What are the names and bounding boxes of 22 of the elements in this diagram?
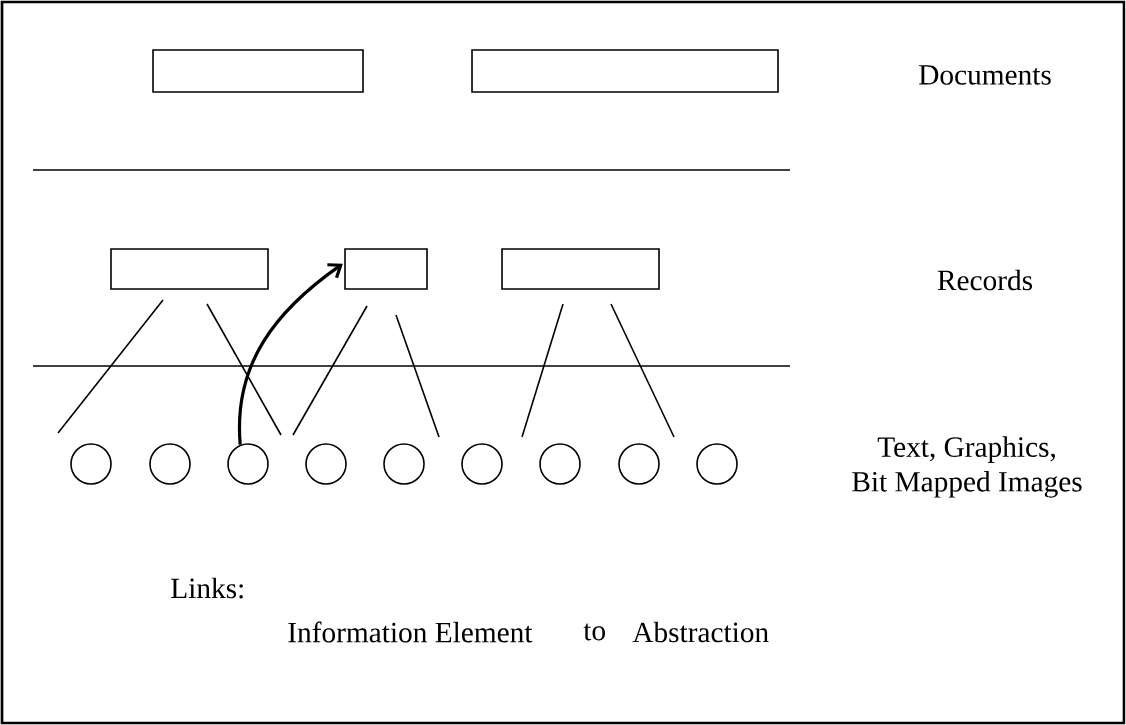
circle	[305, 443, 347, 485]
circle	[539, 443, 581, 485]
circle	[149, 443, 191, 485]
circle	[227, 443, 269, 485]
text-label: to	[583, 623, 605, 641]
circle	[383, 443, 425, 485]
text-label: Records	[937, 269, 1032, 291]
text-label: Links:	[171, 577, 243, 599]
rectangle-box	[501, 248, 660, 290]
curved-arrow	[237, 263, 343, 445]
circle	[696, 443, 738, 485]
circle	[70, 443, 112, 485]
text-label: Text, Graphics, Bit Mapped Images	[852, 436, 1082, 498]
text-label: Abstraction	[632, 621, 769, 643]
text-label: Documents	[919, 65, 1051, 85]
circle	[618, 443, 660, 485]
text-label: Information Element	[288, 621, 533, 643]
rectangle-box	[344, 248, 428, 290]
rectangle-box	[471, 49, 779, 93]
rectangle-box	[152, 49, 364, 93]
rectangle-box	[110, 248, 269, 290]
circle	[461, 443, 503, 485]
